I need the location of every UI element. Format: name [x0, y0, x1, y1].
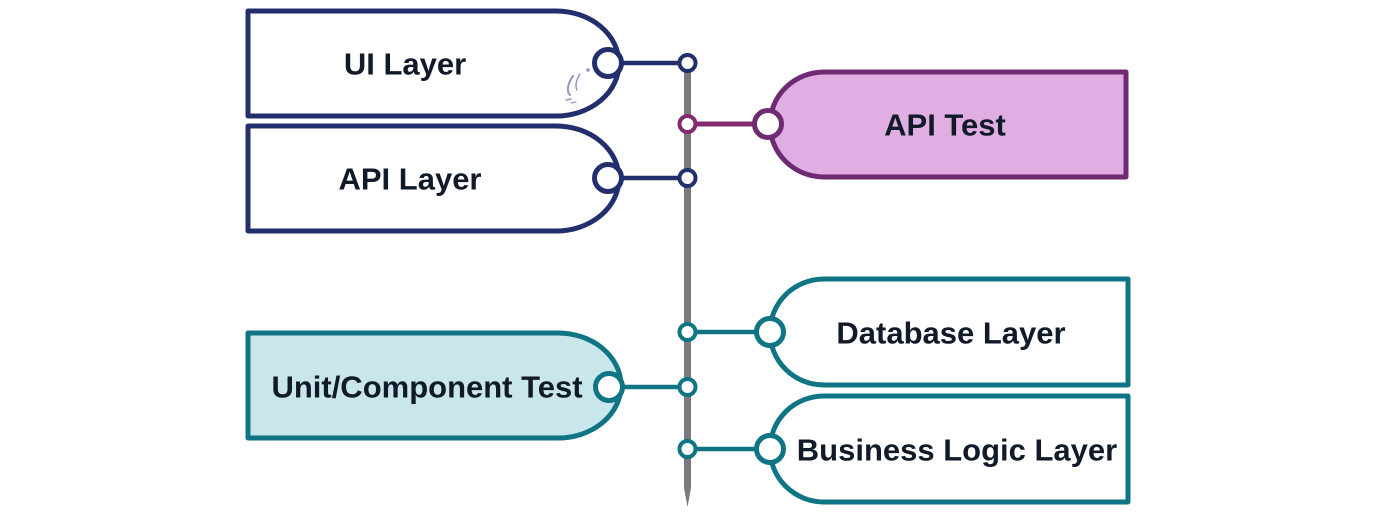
node-tip-database-layer	[754, 316, 786, 348]
spine-point-api-layer	[677, 168, 698, 188]
node-tip-unit-component-test	[593, 371, 625, 403]
spine-point-api-test	[677, 114, 698, 134]
spine-point-business-logic-layer	[677, 439, 698, 459]
node-tip-api-layer	[592, 162, 624, 194]
node-api-layer-label: API Layer	[338, 162, 481, 197]
node-api-test: API Test	[767, 69, 1129, 180]
node-unit-component-test-label: Unit/Component Test	[271, 370, 582, 405]
node-ui-layer: UI Layer	[245, 8, 622, 119]
node-business-logic-layer-label: Business Logic Layer	[797, 433, 1117, 468]
spine-point-ui-layer	[677, 53, 698, 73]
node-database-layer-label: Database Layer	[836, 316, 1065, 351]
ink-scribble	[565, 68, 590, 104]
node-business-logic-layer: Business Logic Layer	[767, 393, 1131, 505]
node-database-layer: Database Layer	[767, 276, 1131, 388]
node-tip-business-logic-layer	[754, 433, 786, 465]
node-tip-api-test	[752, 108, 784, 140]
node-api-layer: API Layer	[245, 123, 622, 234]
node-unit-component-test: Unit/Component Test	[245, 330, 624, 441]
node-ui-layer-label: UI Layer	[344, 47, 466, 82]
spine-point-unit-component-test	[677, 377, 698, 397]
spine-point-database-layer	[677, 322, 698, 342]
node-api-test-label: API Test	[884, 108, 1006, 143]
node-tip-ui-layer	[592, 47, 624, 79]
